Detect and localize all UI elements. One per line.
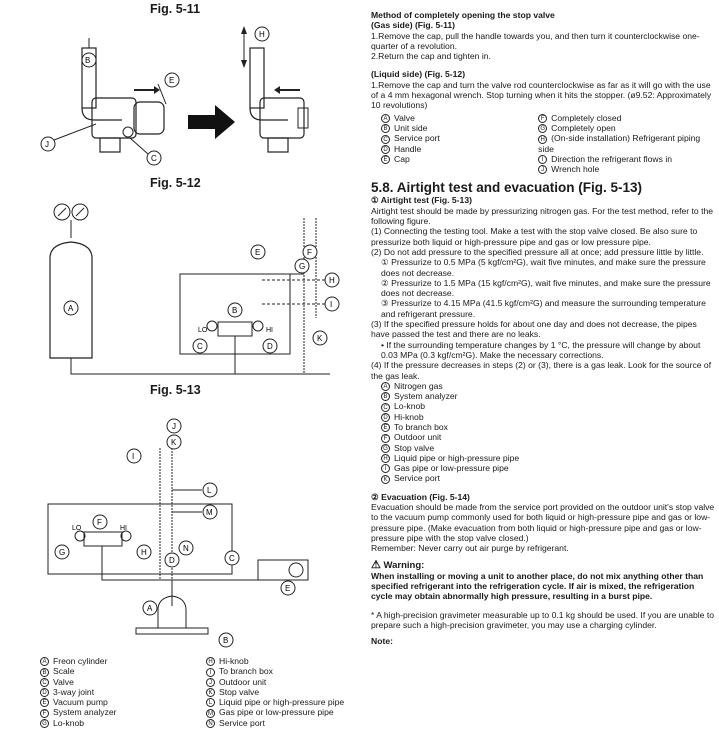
svg-text:F: F bbox=[97, 518, 102, 527]
method-title: Method of completely opening the stop va… bbox=[371, 10, 555, 20]
svg-text:B: B bbox=[232, 306, 237, 315]
right-column: Method of completely opening the stop va… bbox=[371, 10, 715, 647]
gas-step-1: 1.Remove the cap, pull the handle toward… bbox=[371, 30, 700, 51]
svg-text:J: J bbox=[45, 140, 49, 149]
svg-text:K: K bbox=[171, 438, 177, 447]
svg-text:G: G bbox=[299, 262, 305, 271]
svg-text:A: A bbox=[68, 304, 74, 313]
step-4: (4) If the pressure decreases in steps (… bbox=[371, 360, 712, 381]
svg-text:M: M bbox=[206, 508, 213, 517]
svg-text:E: E bbox=[255, 248, 260, 257]
liquid-step-1: 1.Remove the cap and turn the valve rod … bbox=[371, 79, 712, 111]
svg-text:A: A bbox=[147, 604, 153, 613]
warning-icon: ⚠ bbox=[371, 558, 381, 571]
svg-text:E: E bbox=[169, 76, 174, 85]
svg-text:LO: LO bbox=[198, 327, 208, 334]
step-2a: ① Pressurize to 0.5 MPa (5 kgf/cm²G), wa… bbox=[381, 257, 706, 278]
note-title: Note: bbox=[371, 636, 393, 647]
step-1: (1) Connecting the testing tool. Make a … bbox=[371, 226, 698, 247]
airtight-intro: Airtight test should be made by pressuri… bbox=[371, 205, 714, 227]
fig-5-13-title: Fig. 5-13 bbox=[150, 383, 201, 397]
warning-heading: ⚠ Warning: bbox=[371, 558, 425, 571]
svg-text:B: B bbox=[223, 636, 228, 645]
airtight-title: ① Airtight test (Fig. 5-13) bbox=[371, 195, 472, 206]
step-3: (3) If the specified pressure holds for … bbox=[371, 319, 697, 340]
svg-text:LO: LO bbox=[72, 525, 82, 532]
step-3a: • If the surrounding temperature changes… bbox=[381, 339, 701, 360]
gas-step-2: 2.Return the cap and tighten in. bbox=[371, 51, 491, 62]
svg-text:HI: HI bbox=[266, 327, 273, 334]
liquid-title: (Liquid side) (Fig. 5-12) bbox=[371, 69, 466, 80]
svg-text:I: I bbox=[330, 300, 332, 309]
fig511-label-b: B bbox=[85, 56, 90, 65]
svg-text:H: H bbox=[141, 548, 147, 557]
svg-text:C: C bbox=[151, 154, 157, 163]
svg-text:E: E bbox=[285, 584, 290, 593]
fig-5-13-diagram: I J K L M LO HI F G H N D C E A B bbox=[47, 418, 309, 648]
svg-text:H: H bbox=[329, 276, 335, 285]
step-2b: ② Pressurize to 1.5 MPa (15 kgf/cm²G), w… bbox=[381, 277, 711, 299]
section-title: 5.8. Airtight test and evacuation (Fig. … bbox=[371, 180, 643, 196]
svg-text:N: N bbox=[183, 544, 189, 553]
svg-text:H: H bbox=[259, 30, 265, 39]
fig-5-11-diagram: B E J C H bbox=[40, 26, 309, 166]
svg-text:C: C bbox=[229, 554, 235, 563]
evac-text: Evacuation should be made from the servi… bbox=[371, 502, 715, 543]
remember-text: Remember: Never carry out air purge by r… bbox=[371, 543, 569, 554]
fig-5-12-diagram: A LO HI B C D E F G H I K bbox=[49, 203, 340, 375]
svg-text:L: L bbox=[207, 486, 212, 495]
gas-title: (Gas side) (Fig. 5-11) bbox=[371, 20, 456, 31]
fig-5-12-title: Fig. 5-12 bbox=[150, 176, 201, 190]
fig-5-11-title: Fig. 5-11 bbox=[150, 2, 201, 16]
svg-text:I: I bbox=[132, 452, 134, 461]
svg-text:D: D bbox=[169, 556, 175, 565]
note-star: * A high-precision gravimeter measurable… bbox=[371, 609, 715, 631]
evac-title: ② Evacuation (Fig. 5-14) bbox=[371, 491, 470, 502]
svg-text:F: F bbox=[307, 248, 312, 257]
svg-text:HI: HI bbox=[120, 525, 127, 532]
svg-text:G: G bbox=[59, 548, 65, 557]
svg-text:K: K bbox=[317, 334, 323, 343]
warning-text: When installing or moving a unit to anot… bbox=[371, 570, 704, 602]
svg-text:C: C bbox=[197, 342, 203, 351]
svg-text:D: D bbox=[267, 342, 273, 351]
step-2: (2) Do not add pressure to the specified… bbox=[371, 246, 704, 257]
step-2c: ③ Pressurize to 4.15 MPa (41.5 kgf/cm²G)… bbox=[381, 298, 706, 319]
svg-text:J: J bbox=[172, 422, 176, 431]
